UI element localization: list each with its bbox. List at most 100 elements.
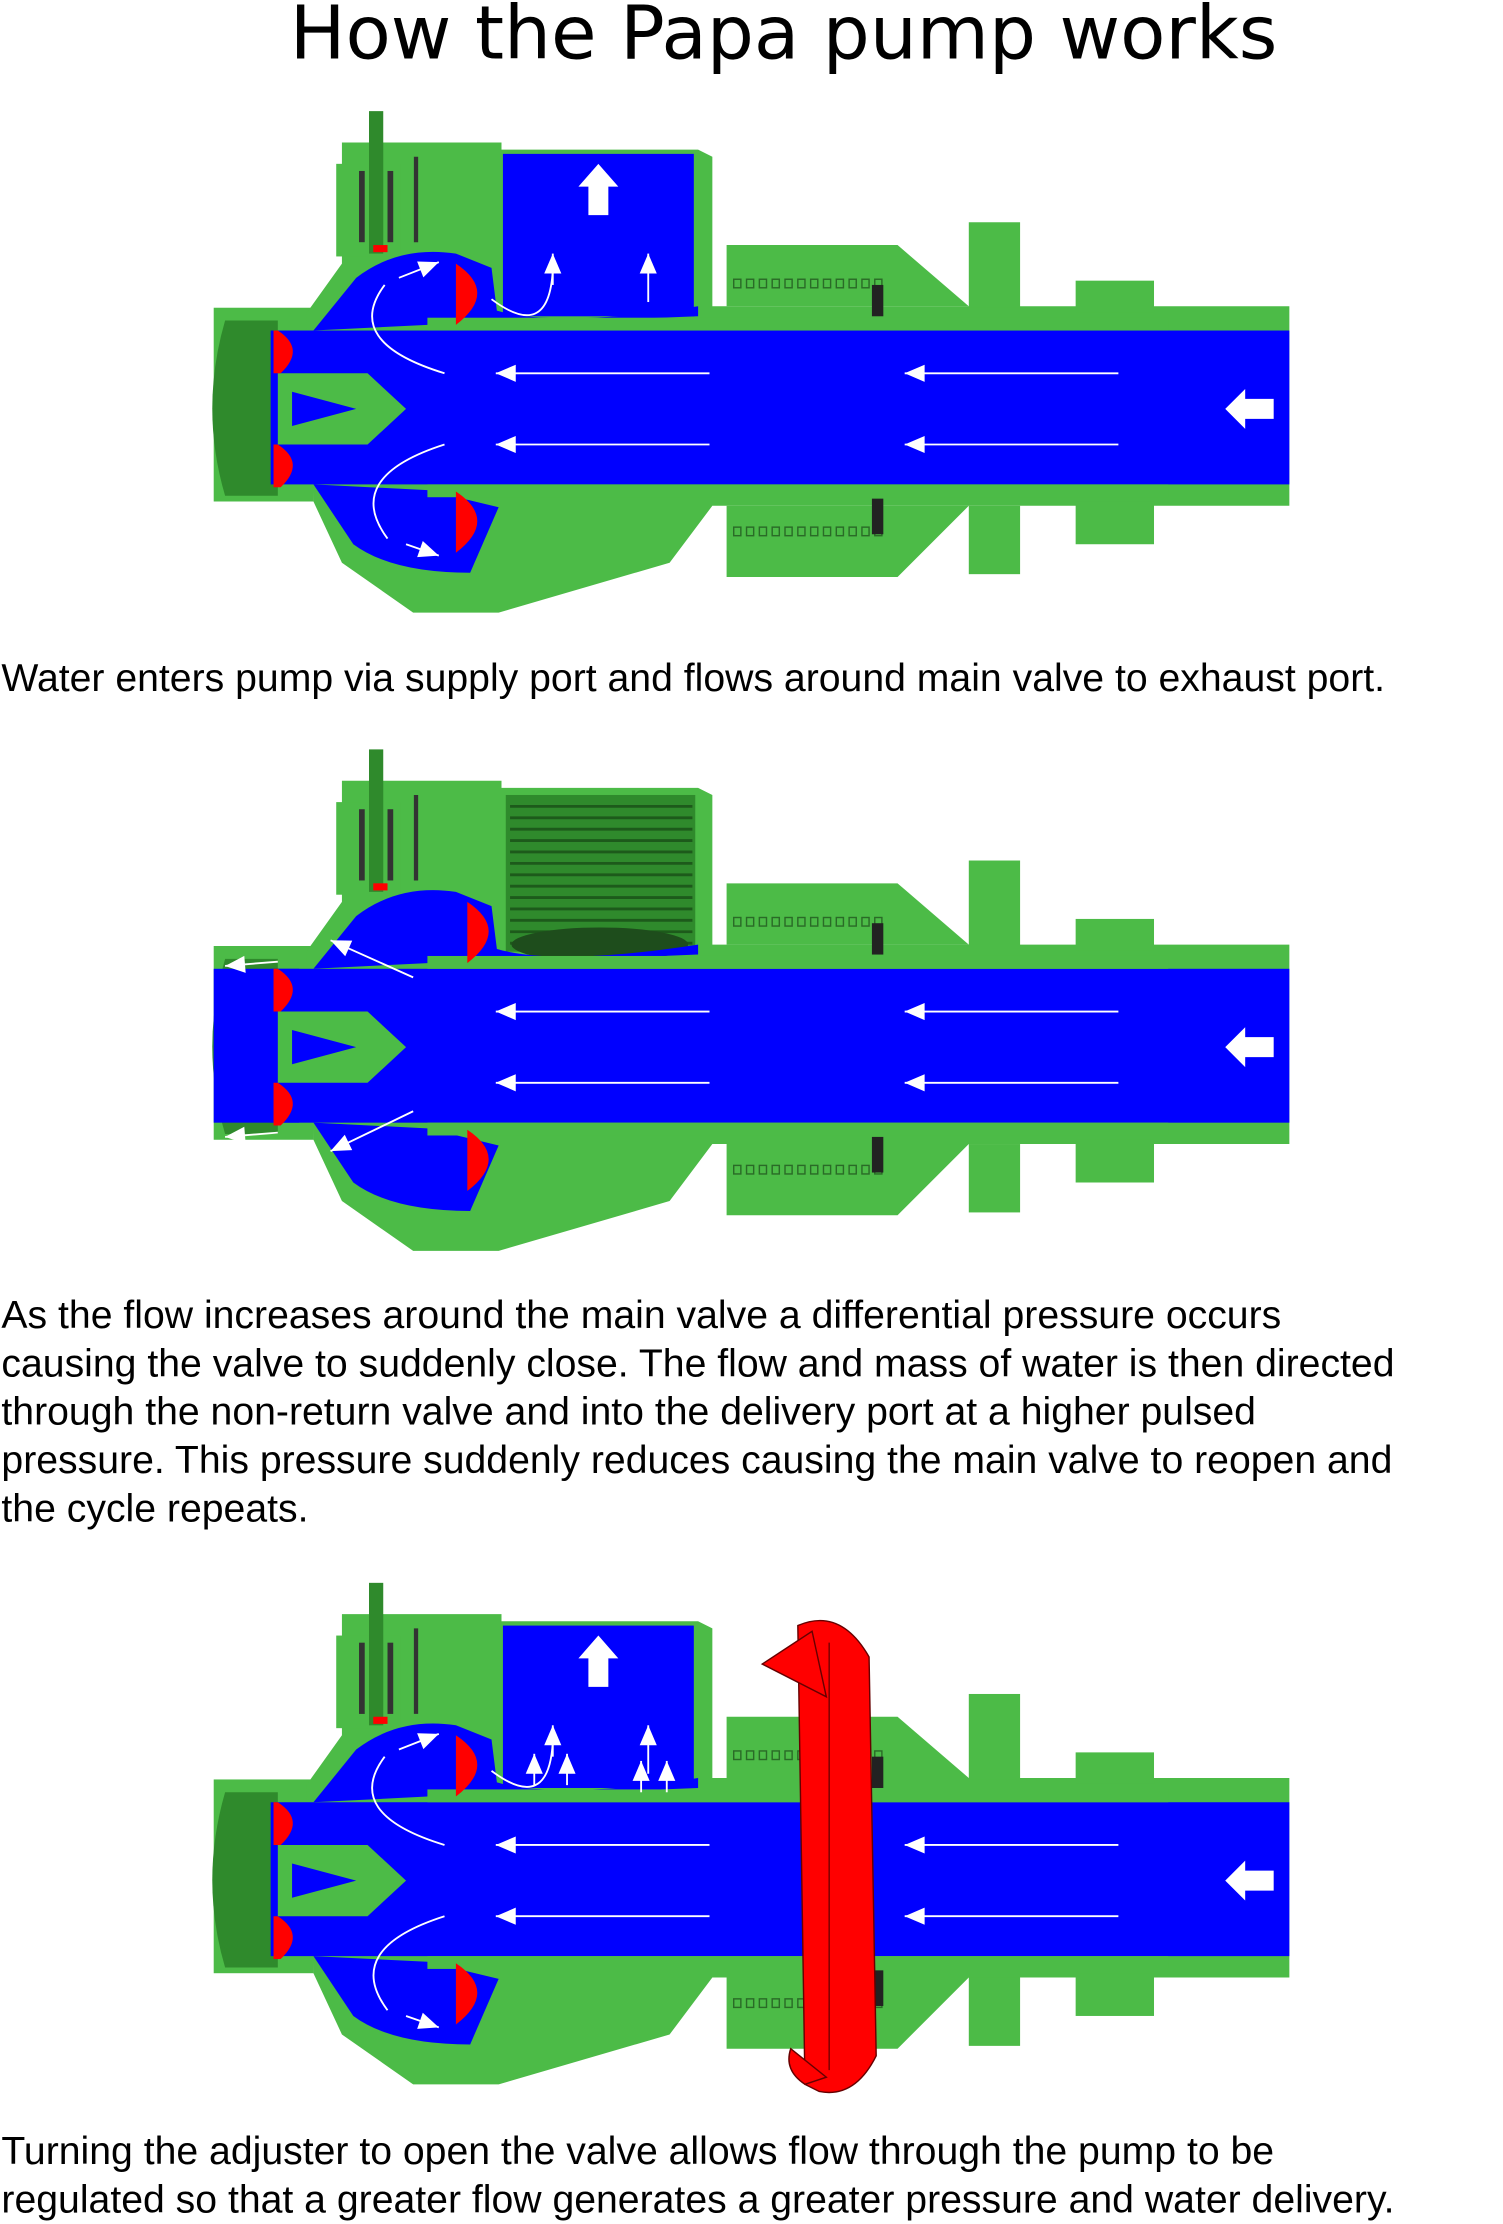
thread-tooth [733, 278, 742, 289]
head-chamber-bottom-water [313, 484, 499, 573]
spring-right [387, 170, 394, 243]
thread-tooth [797, 278, 806, 289]
thread-tooth [733, 1998, 742, 2009]
caption-line: As the flow increases around the main va… [1, 1292, 1282, 1337]
non-return-valve-top [273, 330, 293, 374]
thread-tooth [822, 916, 832, 927]
thread-tooth [848, 916, 857, 927]
non-return-valve-top [273, 1802, 293, 1845]
thread-tooth [861, 526, 870, 537]
block-arrow-icon [1225, 1027, 1274, 1068]
drive-pipe-water [270, 330, 1290, 485]
thread-tooth [784, 278, 793, 289]
flow-arrowhead [632, 1760, 650, 1781]
flow-arrowhead [495, 1074, 516, 1092]
thread-tooth [784, 1164, 793, 1175]
thread-tooth [809, 1164, 819, 1175]
flow-arrowhead [417, 541, 439, 558]
inner-tube-wall-top [427, 955, 1169, 969]
thread-tooth [861, 916, 870, 927]
stem [368, 749, 384, 892]
inner-tube-wall-top [427, 1789, 1169, 1803]
thread-tooth [848, 526, 857, 537]
flow-arrowhead [495, 364, 516, 382]
collar-top [968, 222, 1021, 308]
thread-tooth [809, 916, 819, 927]
head-chamber-top-water [313, 890, 499, 969]
thread-tooth [758, 1750, 768, 1761]
collar-bottom [968, 1144, 1021, 1213]
thread-tooth [784, 1750, 793, 1761]
main-valve-bottom [455, 1963, 478, 2025]
caption-stage-2: As the flow increases around the main va… [1, 1291, 1394, 1533]
thread-tooth [745, 1998, 755, 2009]
thread-tooth [848, 278, 857, 289]
flow-curve [371, 284, 445, 375]
caption-line: through the non-return valve and into th… [1, 1389, 1256, 1434]
non-return-valve-top [273, 968, 293, 1012]
thread-tooth [758, 278, 768, 289]
block-arrow-icon [578, 163, 619, 216]
inner-tube-wall-bottom [427, 1122, 1169, 1136]
nut-top [1075, 918, 1155, 951]
inlet-inner-surface [212, 320, 278, 496]
thread-tooth [758, 1164, 768, 1175]
caption-line: the cycle repeats. [1, 1485, 309, 1531]
thread-tooth [733, 526, 742, 537]
caption-stage-1: Water enters pump via supply port and fl… [1, 654, 1385, 702]
flow-arrowhead [225, 955, 246, 973]
valve-cone [277, 1011, 407, 1083]
thread-tooth [797, 916, 806, 927]
thread-tooth [758, 1998, 768, 2009]
adjuster-ring-tail [788, 2047, 828, 2086]
thread-tooth [733, 1750, 742, 1761]
thread-tooth [835, 526, 845, 537]
seal-ring [871, 284, 884, 317]
thread-tooth [758, 526, 768, 537]
spring-left [359, 170, 365, 243]
flow-arrowhead [658, 1760, 676, 1781]
head-chamber-bottom-water [313, 1122, 499, 1211]
spring-left [359, 809, 365, 881]
thread-tooth [784, 526, 793, 537]
thread-tooth [797, 526, 806, 537]
valve-cone [277, 1844, 407, 1917]
seal-ring [871, 1970, 884, 2006]
seal-ring [871, 1136, 884, 1173]
caption-line: regulated so that a greater flow generat… [1, 2176, 1395, 2222]
flow-curve [371, 1756, 445, 1846]
flow-arrowhead [417, 1733, 439, 1750]
flow-arrowhead [544, 253, 562, 274]
seal-ring [871, 498, 884, 535]
collar-top [968, 860, 1021, 947]
valve-cone [277, 373, 407, 445]
caption-line: pressure. This pressure suddenly reduces… [1, 1437, 1393, 1482]
nut-top [1075, 1752, 1155, 1784]
union-nut-bottom [726, 505, 969, 578]
nut-top [1075, 280, 1155, 313]
block-arrow-icon [578, 1635, 619, 1687]
thread-tooth [835, 916, 845, 927]
main-valve-bottom [467, 1129, 489, 1192]
thread-tooth [745, 526, 755, 537]
flow-arrowhead [639, 253, 657, 274]
thread-tooth [822, 1164, 832, 1175]
flow-curve [372, 443, 445, 540]
stem-seal [373, 883, 388, 891]
thread-tooth [771, 526, 781, 537]
inner-tube-wall-top [427, 317, 1169, 331]
inlet-inner-surface [212, 1792, 278, 1968]
stem [368, 1582, 384, 1726]
drive-pipe-water [270, 1802, 1290, 1957]
flow-curve [372, 1915, 445, 2011]
thread-tooth [822, 278, 832, 289]
adjuster-rotation-arrowhead [760, 1630, 828, 1699]
flow-arrowhead [904, 364, 925, 382]
main-valve-top [455, 1735, 478, 1797]
thread-tooth [745, 278, 755, 289]
collar-top [968, 1693, 1021, 1780]
head-chamber-top-water [313, 1723, 499, 1803]
head-chamber-top-water [313, 251, 499, 331]
spring-left [359, 1642, 365, 1714]
flow-curve [490, 270, 554, 317]
